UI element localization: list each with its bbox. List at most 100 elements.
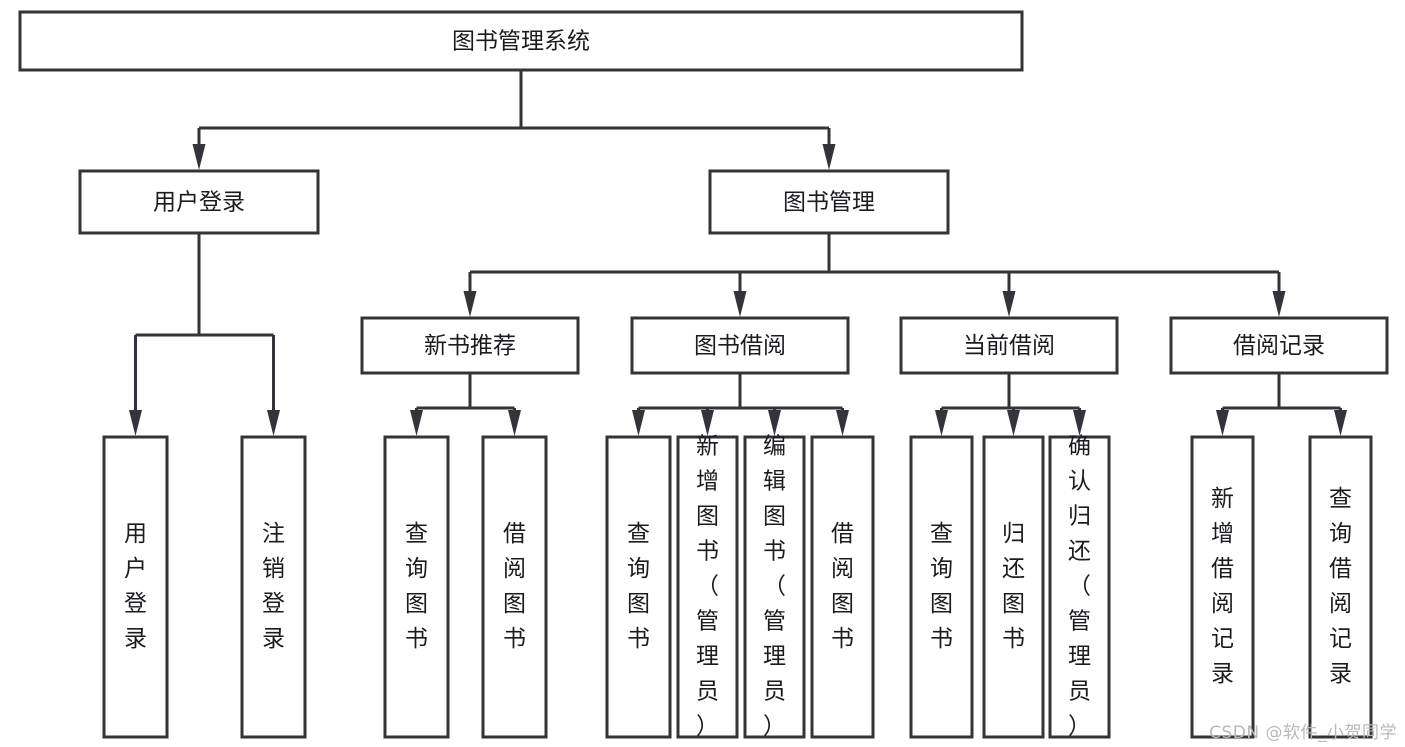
node-label-char: 阅 bbox=[831, 556, 854, 582]
edge-book-borrow-children-arrow bbox=[836, 410, 849, 436]
node-label-char: 书 bbox=[503, 626, 526, 652]
node-label-char: 录 bbox=[1329, 661, 1352, 687]
node-label-char: 书 bbox=[627, 626, 650, 652]
node-label-char: 询 bbox=[405, 556, 428, 582]
node-label-char: 图 bbox=[696, 504, 719, 530]
node-leaf-bb-query[interactable]: 查询图书查询图书 bbox=[605, 435, 672, 739]
edge-current-borrow-children bbox=[935, 373, 1086, 436]
edge-new-book-rec-children bbox=[410, 373, 521, 436]
edge-book-borrow-children-arrow bbox=[632, 410, 645, 436]
node-label-char: 还 bbox=[1068, 539, 1091, 565]
node-label-char: （ bbox=[763, 574, 786, 600]
node-leaf-nb-query[interactable]: 查询图书查询图书 bbox=[383, 435, 450, 739]
edge-book-borrow-children bbox=[632, 373, 849, 436]
edge-book-manage-children-arrow bbox=[1272, 291, 1286, 317]
node-label-char: 查 bbox=[1329, 486, 1352, 512]
node-label-char: 录 bbox=[124, 626, 147, 652]
node-level3-new-book-rec[interactable]: 新书推荐 bbox=[360, 316, 580, 375]
node-label: 借阅记录 bbox=[1233, 333, 1325, 359]
node-leaf-cb-return[interactable]: 归还图书归还图书 bbox=[982, 435, 1045, 739]
node-box bbox=[383, 435, 450, 739]
node-level2-user-login[interactable]: 用户登录 bbox=[78, 169, 320, 235]
node-label-char: 图 bbox=[1002, 591, 1025, 617]
node-label-char: 编 bbox=[763, 434, 786, 460]
watermark-text: CSDN @软件_小贺同学 bbox=[1209, 723, 1397, 743]
edge-new-book-rec-children-arrow bbox=[410, 410, 423, 436]
node-label-char: 借 bbox=[831, 521, 854, 547]
node-label-char: 阅 bbox=[503, 556, 526, 582]
node-label-char: 员 bbox=[763, 679, 786, 705]
node-label-char: 图 bbox=[627, 591, 650, 617]
node-label-char: 记 bbox=[1211, 626, 1234, 652]
node-box bbox=[982, 435, 1045, 739]
node-box bbox=[360, 316, 580, 375]
node-box bbox=[1308, 435, 1373, 739]
edge-user-login-children-arrow bbox=[267, 410, 280, 436]
node-label-char: 员 bbox=[1068, 679, 1091, 705]
edge-borrow-record-children-arrow bbox=[1216, 410, 1229, 436]
node-label-char: 询 bbox=[930, 556, 953, 582]
node-label-char: 注 bbox=[262, 521, 285, 547]
node-level3-current-borrow[interactable]: 当前借阅 bbox=[899, 316, 1119, 375]
node-label-char: 询 bbox=[1329, 521, 1352, 547]
node-leaf-br-add[interactable]: 新增借阅记录新增借阅记录 bbox=[1190, 435, 1255, 739]
node-label-char: 归 bbox=[1068, 504, 1091, 530]
node-label-char: 图 bbox=[405, 591, 428, 617]
edges-layer bbox=[129, 70, 1347, 436]
node-label-char: 书 bbox=[405, 626, 428, 652]
node-label-char: 确 bbox=[1068, 434, 1091, 460]
edge-book-manage-children-arrow bbox=[463, 291, 477, 317]
edge-user-login-children-arrow bbox=[129, 410, 142, 436]
node-label: 用户登录 bbox=[153, 190, 245, 216]
node-label-char: ） bbox=[1068, 714, 1091, 740]
node-label-char: 新 bbox=[1211, 486, 1234, 512]
node-leaf-bb-borrow[interactable]: 借阅图书借阅图书 bbox=[810, 435, 875, 739]
node-label-char: （ bbox=[696, 574, 719, 600]
node-level3-borrow-record[interactable]: 借阅记录 bbox=[1169, 316, 1389, 375]
edge-book-manage-children-arrow bbox=[733, 291, 747, 317]
node-label: 图书管理 bbox=[783, 190, 875, 216]
node-box bbox=[743, 435, 806, 739]
node-label-char: 登 bbox=[124, 591, 147, 617]
node-label-char: 理 bbox=[696, 644, 719, 670]
edge-book-manage-children bbox=[463, 233, 1286, 317]
node-label-char: 录 bbox=[1211, 661, 1234, 687]
node-label-char: 新 bbox=[696, 434, 719, 460]
node-label-char: 书 bbox=[763, 539, 786, 565]
node-leaf-nb-borrow[interactable]: 借阅图书借阅图书 bbox=[481, 435, 548, 739]
node-label-char: 户 bbox=[124, 556, 147, 582]
node-label-char: 图 bbox=[930, 591, 953, 617]
node-level2-book-manage[interactable]: 图书管理 bbox=[708, 169, 950, 235]
node-label: 图书借阅 bbox=[694, 333, 786, 359]
node-label-char: 图 bbox=[763, 504, 786, 530]
node-box bbox=[1048, 435, 1111, 739]
node-leaf-leaf-user-logout[interactable]: 注销登录注销登录 bbox=[240, 435, 307, 739]
node-box bbox=[899, 316, 1119, 375]
edge-book-borrow-children-arrow bbox=[768, 410, 781, 436]
node-box bbox=[708, 169, 950, 235]
node-label-char: 图 bbox=[503, 591, 526, 617]
node-label-char: 书 bbox=[930, 626, 953, 652]
node-label-char: 用 bbox=[124, 521, 147, 547]
node-box bbox=[630, 316, 850, 375]
edge-root-children-arrow bbox=[192, 144, 206, 170]
node-leaf-cb-query[interactable]: 查询图书查询图书 bbox=[909, 435, 974, 739]
node-label-char: 询 bbox=[627, 556, 650, 582]
node-label-char: 归 bbox=[1002, 521, 1025, 547]
node-label-char: 销 bbox=[262, 556, 285, 582]
node-label-char: 理 bbox=[763, 644, 786, 670]
node-label-char: 管 bbox=[1068, 609, 1091, 635]
node-leaf-leaf-user-login[interactable]: 用户登录用户登录 bbox=[102, 435, 169, 739]
node-box bbox=[605, 435, 672, 739]
node-label-char: 图 bbox=[831, 591, 854, 617]
node-label-char: 阅 bbox=[1329, 591, 1352, 617]
node-leaf-br-query[interactable]: 查询借阅记录查询借阅记录 bbox=[1308, 435, 1373, 739]
node-label: 当前借阅 bbox=[963, 333, 1055, 359]
node-level3-book-borrow[interactable]: 图书借阅 bbox=[630, 316, 850, 375]
node-root-root[interactable]: 图书管理系统 bbox=[18, 10, 1024, 72]
